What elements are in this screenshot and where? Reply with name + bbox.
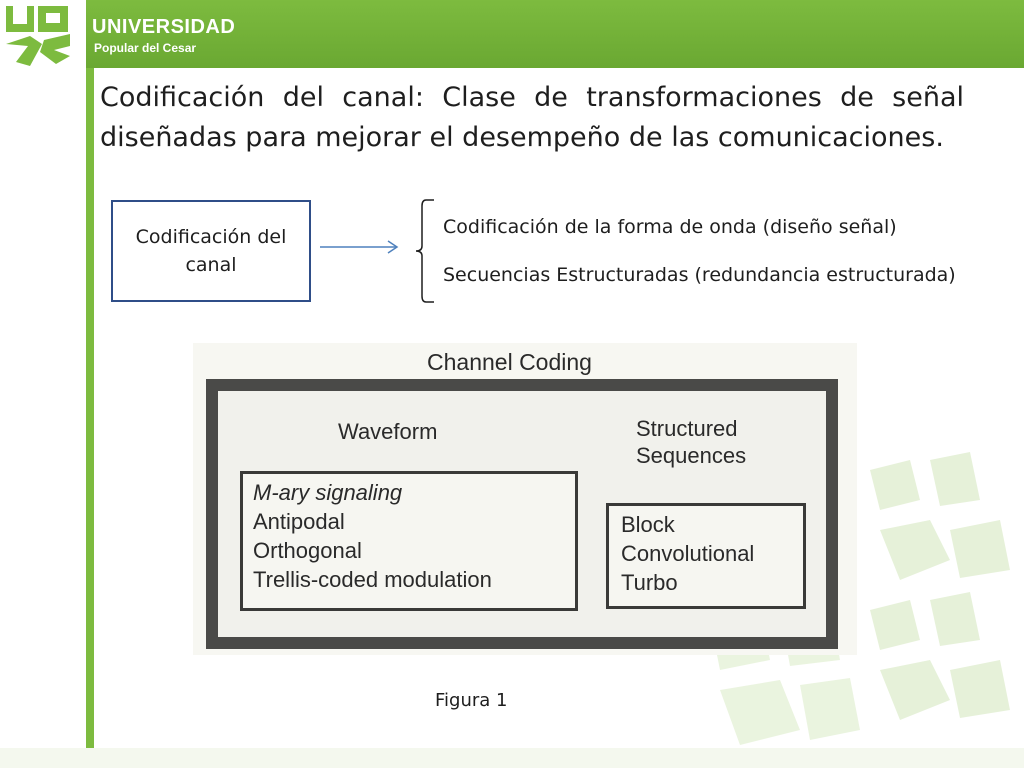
slide-title: Codificación del canal: Clase de transfo… bbox=[100, 82, 964, 153]
list-item: Orthogonal bbox=[253, 538, 362, 563]
structured-list: Block Convolutional Turbo bbox=[621, 510, 803, 597]
university-logo bbox=[0, 0, 86, 68]
header-bar bbox=[0, 0, 1024, 68]
concept-box: Codificación del canal bbox=[111, 200, 311, 302]
bottom-bar bbox=[0, 748, 1024, 768]
logo-subtitle: Popular del Cesar bbox=[94, 41, 197, 55]
branch-waveform: Codificación de la forma de onda (diseño… bbox=[443, 216, 897, 238]
concept-label: Codificación del canal bbox=[135, 226, 287, 276]
figure-caption: Figura 1 bbox=[435, 690, 508, 711]
left-white-panel bbox=[0, 68, 86, 748]
list-item: M-ary signaling bbox=[253, 480, 403, 505]
left-green-strip bbox=[86, 68, 94, 748]
arrow-right-icon bbox=[320, 240, 399, 254]
list-item: Block bbox=[621, 512, 675, 537]
watermark-logo-icon bbox=[870, 452, 1010, 720]
channel-coding-figure: Channel Coding Waveform Structured Seque… bbox=[193, 343, 857, 655]
waveform-list: M-ary signaling Antipodal Orthogonal Tre… bbox=[253, 478, 575, 594]
figure-outer-frame: Waveform Structured Sequences M-ary sign… bbox=[206, 379, 838, 649]
brace-icon bbox=[415, 199, 434, 303]
branch-structured: Secuencias Estructuradas (redundancia es… bbox=[443, 264, 956, 286]
list-item: Turbo bbox=[621, 570, 678, 595]
list-item: Antipodal bbox=[253, 509, 345, 534]
list-item: Convolutional bbox=[621, 541, 755, 566]
list-item: Trellis-coded modulation bbox=[253, 567, 492, 592]
waveform-label: Waveform bbox=[338, 419, 438, 444]
figure-heading: Channel Coding bbox=[427, 349, 592, 375]
structured-label: Structured Sequences bbox=[636, 416, 747, 468]
logo-title: UNIVERSIDAD bbox=[92, 16, 236, 38]
upc-logo-icon bbox=[6, 6, 70, 66]
waveform-box: M-ary signaling Antipodal Orthogonal Tre… bbox=[240, 471, 578, 611]
structured-box: Block Convolutional Turbo bbox=[606, 503, 806, 609]
